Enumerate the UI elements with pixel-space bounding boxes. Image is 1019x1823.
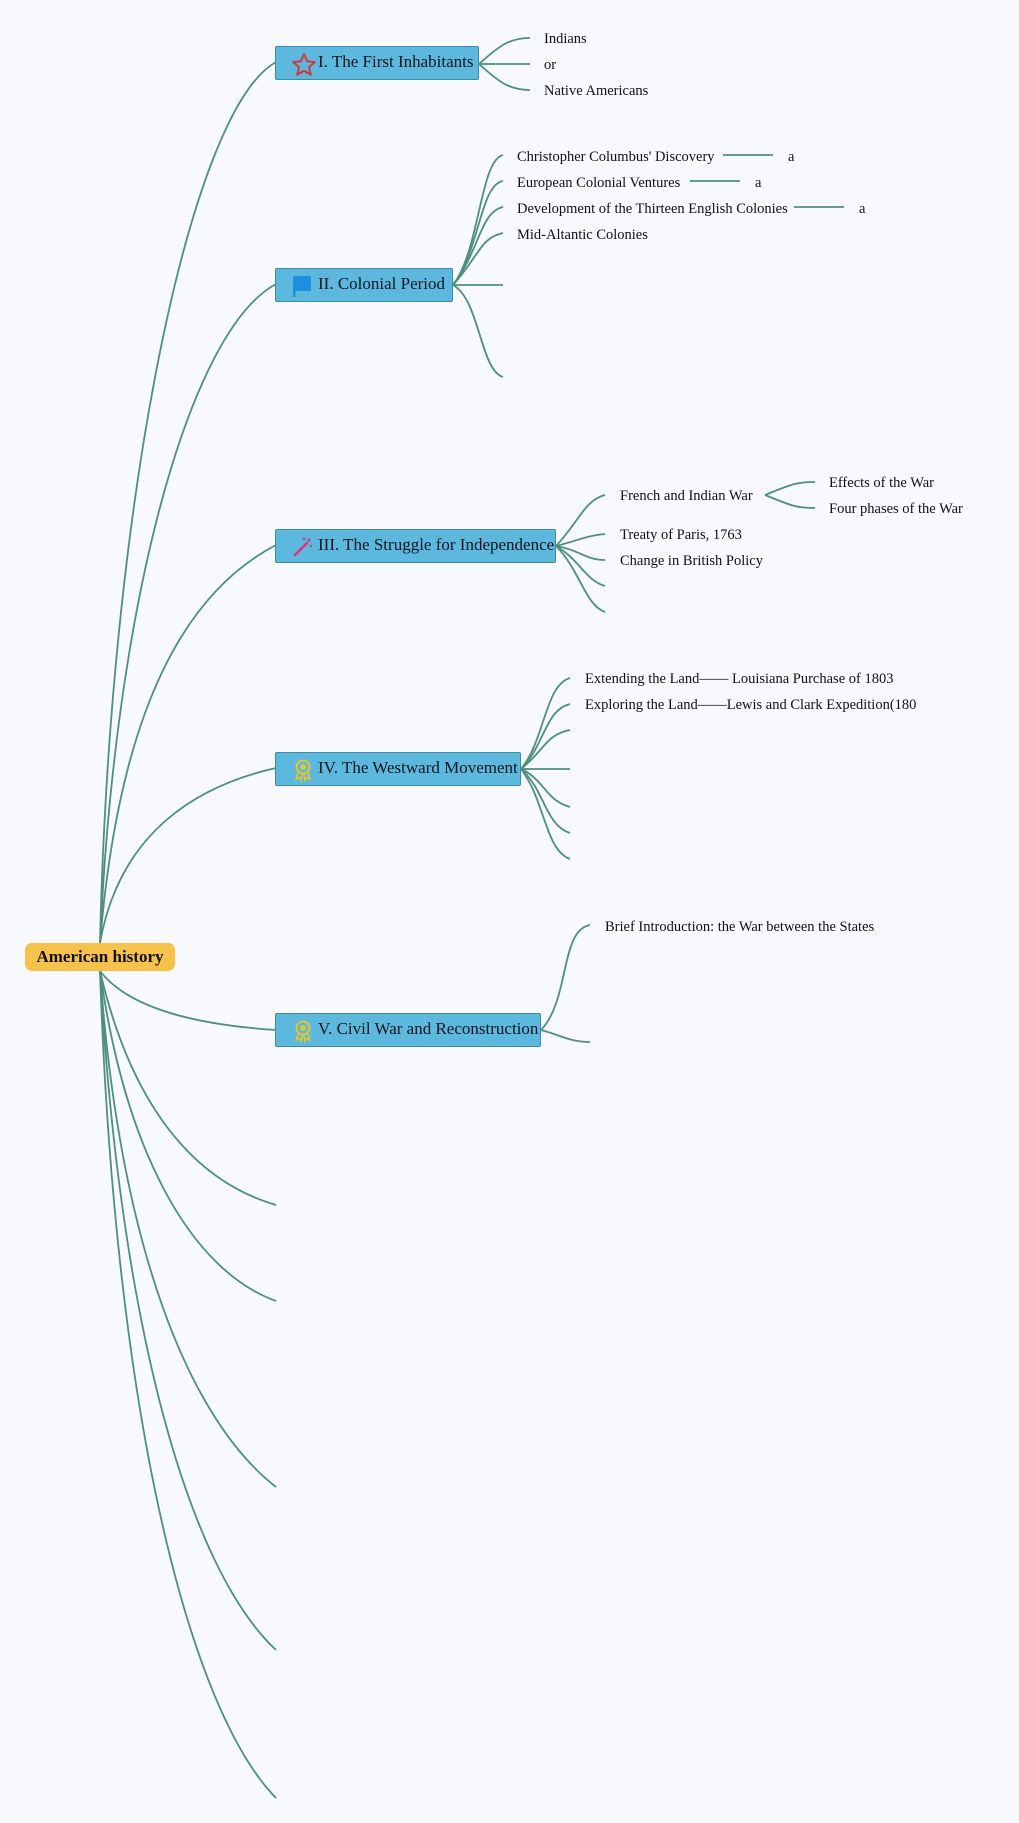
award-icon [291,1019,315,1044]
topic-civil-war-reconstruction[interactable]: V. Civil War and Reconstruction [275,1013,541,1047]
topic-label: III. The Struggle for Independence [318,535,555,554]
link-root-topic-2 [99,283,277,944]
link-t2-c4 [452,232,504,286]
subtopic-four-phases[interactable]: Four phases of the War [829,501,963,517]
link-root-empty-1 [99,970,277,1206]
link-t4-c7 [520,768,571,860]
link-t4-c2 [520,703,571,770]
link-t3-sub-1 [764,481,816,496]
subtopic-brief-introduction[interactable]: Brief Introduction: the War between the … [605,919,875,935]
subtopic-columbus-discovery[interactable]: Christopher Columbus' Discovery [517,149,715,165]
link-t4-c6 [520,768,571,834]
link-root-topic-1 [99,61,277,944]
subtopic-native-americans[interactable]: Native Americans [544,83,649,99]
subtopic-european-colonial-ventures[interactable]: European Colonial Ventures [517,175,681,191]
subtopic-a[interactable]: a [755,175,762,191]
subtopic-french-indian-war[interactable]: French and Indian War [620,488,753,504]
subtopic-mid-atlantic-colonies[interactable]: Mid-Altantic Colonies [517,227,648,243]
subtopic-a[interactable]: a [788,149,795,165]
link-t2-c6 [452,284,504,378]
link-root-topic-3 [99,544,277,944]
topic-label: I. The First Inhabitants [318,52,474,71]
link-t2-c1 [452,154,504,286]
topic-label: V. Civil War and Reconstruction [318,1019,539,1038]
topic-colonial-period[interactable]: II. Colonial Period [275,268,453,302]
link-root-topic-4 [99,767,277,944]
link-t3-c5 [555,545,606,613]
subtopic-louisiana-purchase[interactable]: Extending the Land—— Louisiana Purchase … [585,671,894,687]
subtopic-effects-of-war[interactable]: Effects of the War [829,475,934,491]
link-root-empty-2 [99,970,277,1302]
star-icon [291,52,316,76]
link-t5-c1 [540,924,591,1031]
link-t3-c4 [555,545,606,587]
link-t4-c1 [520,677,571,770]
flag-icon [291,274,315,298]
link-root-empty-5 [99,970,277,1799]
topic-westward-movement[interactable]: IV. The Westward Movement [275,752,521,786]
root-topic[interactable]: American history [25,943,175,971]
link-root-topic-5 [99,970,277,1031]
subtopic-indians[interactable]: Indians [544,31,587,47]
subtopic-treaty-of-paris[interactable]: Treaty of Paris, 1763 [620,527,742,543]
link-t4-c5 [520,768,571,808]
link-t3-c3 [555,545,606,561]
link-t5-c2 [540,1029,591,1043]
topic-label: IV. The Westward Movement [318,758,518,777]
link-t1-c3 [478,63,531,91]
link-root-empty-4 [99,970,277,1651]
link-t2-c2 [452,180,504,286]
link-root-empty-3 [99,970,277,1488]
award-icon [291,758,315,783]
subtopic-lewis-clark[interactable]: Exploring the Land——Lewis and Clark Expe… [585,697,917,713]
subtopic-thirteen-colonies[interactable]: Development of the Thirteen English Colo… [517,201,788,217]
topic-struggle-for-independence[interactable]: III. The Struggle for Independence [275,529,556,563]
link-t4-c3 [520,729,571,770]
topic-label: II. Colonial Period [318,274,446,293]
subtopic-or[interactable]: or [544,57,557,73]
link-t3-c1 [555,494,606,547]
topic-first-inhabitants[interactable]: I. The First Inhabitants [275,46,479,80]
link-t1-c1 [478,37,531,65]
subtopic-british-policy[interactable]: Change in British Policy [620,553,763,569]
link-t2-c3 [452,206,504,286]
wand-icon [291,535,315,559]
subtopic-a[interactable]: a [859,201,866,217]
link-t3-sub-2 [764,494,816,509]
link-t3-c2 [555,533,606,547]
